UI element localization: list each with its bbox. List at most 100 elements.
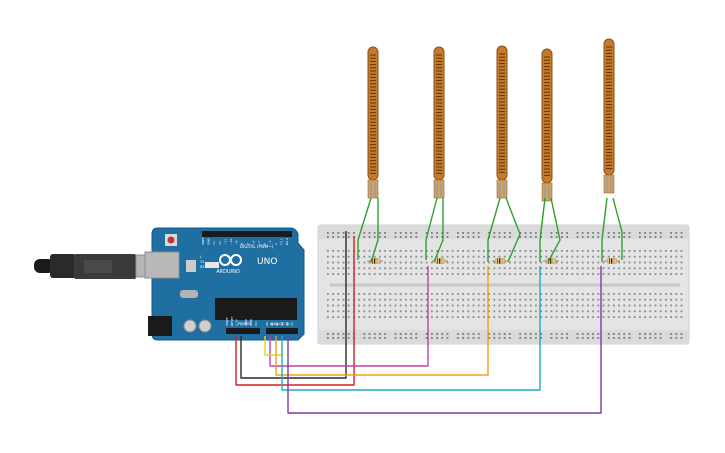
- breadboard-hole: [571, 310, 574, 313]
- capacitor-2: [198, 319, 212, 333]
- breadboard-hole: [327, 255, 329, 258]
- signal-wire-a4[interactable]: [287, 266, 602, 414]
- breadboard-hole: [394, 273, 397, 275]
- breadboard-hole: [555, 267, 558, 270]
- breadboard-hole: [358, 304, 360, 307]
- breadboard-hole: [602, 298, 605, 301]
- breadboard-hole: [529, 232, 532, 234]
- breadboard-hole: [368, 293, 371, 295]
- breadboard-hole: [529, 310, 532, 313]
- breadboard-hole: [535, 261, 537, 264]
- flex-sensor-1[interactable]: [367, 46, 379, 199]
- breadboard-hole: [607, 236, 610, 238]
- breadboard-hole: [654, 316, 657, 318]
- breadboard-hole: [467, 250, 470, 252]
- jumper-wire[interactable]: [547, 197, 561, 263]
- breadboard-hole: [644, 250, 646, 252]
- breadboard-hole: [659, 316, 662, 318]
- jumper-wire[interactable]: [612, 197, 623, 260]
- breadboard-hole: [451, 293, 454, 295]
- flex-sensor-5[interactable]: [603, 38, 615, 194]
- breadboard-hole: [618, 298, 620, 301]
- breadboard-hole: [670, 255, 672, 258]
- breadboard-hole: [665, 267, 667, 270]
- arduino-uno-board[interactable]: ARDUINO UNO DIGITAL (PWM~) POWER ANALOG …: [34, 227, 305, 341]
- breadboard-hole: [535, 337, 537, 339]
- breadboard-hole: [649, 273, 652, 275]
- breadboard-hole: [493, 298, 496, 301]
- breadboard-hole: [514, 267, 516, 270]
- breadboard-hole: [467, 337, 470, 339]
- breadboard-hole: [675, 261, 678, 264]
- breadboard-hole: [649, 236, 652, 238]
- jumper-wire[interactable]: [433, 198, 444, 263]
- jumper-wire[interactable]: [370, 198, 379, 263]
- signal-wire-a3[interactable]: [281, 266, 541, 391]
- breadboard-hole: [394, 316, 397, 318]
- breadboard-hole: [493, 255, 496, 258]
- flex-sensor-4[interactable]: [541, 48, 553, 202]
- breadboard-hole: [472, 261, 475, 264]
- breadboard-hole: [342, 261, 345, 264]
- breadboard-hole: [363, 298, 366, 301]
- resistor-3[interactable]: [492, 258, 508, 264]
- resistor-5[interactable]: [604, 258, 620, 264]
- wires: [235, 197, 623, 414]
- breadboard-hole: [425, 337, 428, 339]
- breadboard-hole: [628, 267, 631, 270]
- breadboard-hole: [581, 333, 584, 335]
- breadboard-hole: [566, 267, 568, 270]
- breadboard-hole: [363, 267, 366, 270]
- resistor-2[interactable]: [432, 258, 448, 264]
- breadboard-hole: [337, 310, 340, 313]
- flex-sensor-3[interactable]: [496, 45, 508, 199]
- breadboard-hole: [389, 304, 392, 307]
- breadboard-hole: [571, 304, 574, 307]
- breadboard-hole: [446, 337, 449, 339]
- ground-wire[interactable]: [240, 231, 347, 379]
- breadboard-hole: [498, 250, 501, 252]
- breadboard-hole: [446, 261, 449, 264]
- breadboard-hole: [529, 304, 532, 307]
- breadboard-hole: [540, 304, 542, 307]
- breadboard-hole: [488, 337, 490, 339]
- breadboard-hole: [347, 333, 350, 335]
- breadboard-hole: [675, 255, 678, 258]
- breadboard-hole: [394, 333, 397, 335]
- breadboard-hole: [670, 310, 672, 313]
- breadboard-hole: [649, 255, 652, 258]
- breadboard-hole: [347, 261, 350, 264]
- breadboard-hole: [389, 255, 392, 258]
- jumper-wire[interactable]: [601, 197, 608, 262]
- flex-sensor-2[interactable]: [433, 46, 445, 199]
- breadboard-hole: [592, 273, 594, 275]
- signal-wire-a2[interactable]: [264, 336, 282, 356]
- resistor-1[interactable]: [367, 258, 383, 264]
- breadboard-hole: [477, 304, 480, 307]
- breadboard-hole: [389, 273, 392, 275]
- breadboard-hole: [477, 250, 480, 252]
- jumper-wire[interactable]: [357, 197, 372, 260]
- jumper-wire[interactable]: [425, 197, 438, 260]
- jumper-wire[interactable]: [505, 197, 521, 263]
- breadboard-hole: [524, 255, 527, 258]
- jumper-wire[interactable]: [539, 197, 546, 262]
- breadboard-hole: [441, 316, 444, 318]
- breadboard-hole: [462, 267, 464, 270]
- digital-label: DIGITAL (PWM~): [240, 244, 274, 249]
- breadboard[interactable]: [317, 224, 690, 345]
- breadboard-hole: [639, 267, 641, 270]
- breadboard-hole: [654, 255, 657, 258]
- reset-button[interactable]: [167, 236, 175, 244]
- resistor-band: [497, 258, 498, 264]
- breadboard-hole: [420, 273, 423, 275]
- power-wire[interactable]: [235, 236, 355, 386]
- breadboard-hole: [524, 273, 527, 275]
- jumper-wire[interactable]: [487, 197, 501, 262]
- breadboard-hole: [524, 316, 527, 318]
- signal-wire-a0[interactable]: [269, 266, 429, 367]
- breadboard-hole: [581, 304, 584, 307]
- breadboard-hole: [550, 310, 553, 313]
- breadboard-hole: [457, 310, 459, 313]
